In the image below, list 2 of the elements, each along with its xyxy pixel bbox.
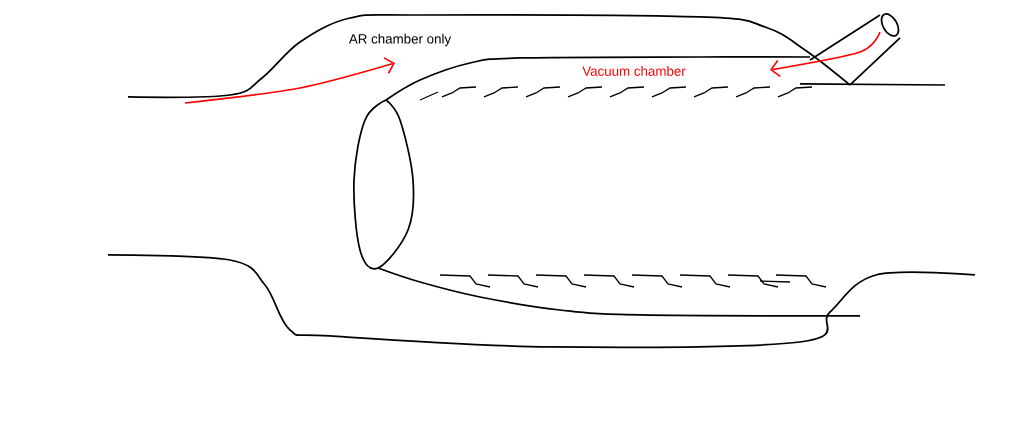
chamber-label: Vacuum chamber <box>582 66 686 76</box>
chamber-label: AR chamber only <box>348 33 452 47</box>
